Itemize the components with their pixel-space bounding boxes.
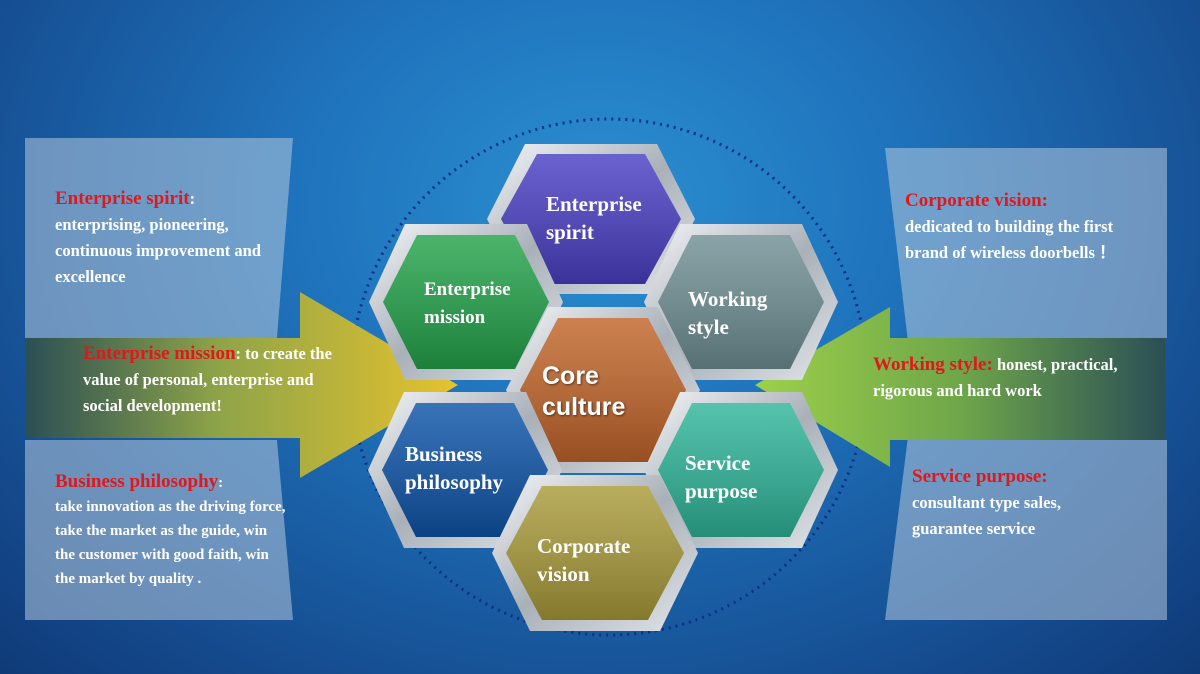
hex-core-line1: Core <box>542 362 599 390</box>
hex-label-corporate-vision: Corporate vision <box>537 532 630 588</box>
business-philosophy-text: take innovation as the driving force, ta… <box>55 499 286 587</box>
left-arrow <box>25 292 458 478</box>
hex-label-core-culture: Core culture <box>542 361 625 423</box>
hex-corporate-vision <box>492 475 698 631</box>
hex-label-business-philosophy: Business philosophy <box>405 440 503 496</box>
enterprise-spirit-heading: Enterprise spirit <box>55 188 190 209</box>
hex-spirit-line2: spirit <box>546 220 594 244</box>
left-panel-bottom <box>25 440 293 620</box>
working-style-heading: Working style: <box>873 354 993 375</box>
hex-label-service-purpose: Service purpose <box>685 449 757 505</box>
hex-mission-line2: mission <box>424 307 486 328</box>
hex-business-line2: philosophy <box>405 470 504 494</box>
hex-spirit-line1: Enterprise <box>546 192 642 216</box>
enterprise-mission-heading: Enterprise mission <box>83 343 236 364</box>
right-panel-top <box>885 148 1167 338</box>
hex-core-culture <box>506 307 700 473</box>
hex-vision-line1: Corporate <box>537 534 631 558</box>
enterprise-mission-block: Enterprise mission: to create the value … <box>83 343 332 415</box>
right-arrow <box>755 307 1165 467</box>
hex-service-line2: purpose <box>685 479 758 503</box>
hex-vision-line2: vision <box>537 562 590 586</box>
hex-enterprise-mission <box>369 224 563 380</box>
enterprise-spirit-block: Enterprise spirit: enterprising, pioneer… <box>55 188 261 286</box>
working-style-block: Working style: honest, practical, rigoro… <box>873 352 1143 404</box>
hex-working-line2: style <box>688 315 729 339</box>
service-purpose-heading: Service purpose: <box>912 466 1048 487</box>
service-purpose-block: Service purpose: consultant type sales, … <box>912 464 1132 542</box>
hex-service-line1: Service <box>685 451 751 475</box>
hex-business-line1: Business <box>405 442 483 466</box>
left-panel-top <box>25 138 293 338</box>
enterprise-mission-text: to create the value of personal, enterpr… <box>83 344 332 415</box>
hex-label-working-style: Working style <box>688 285 767 341</box>
enterprise-spirit-text: enterprising, pioneering, continuous imp… <box>55 215 261 286</box>
business-philosophy-block: Business philosophy: take innovation as … <box>55 471 286 587</box>
right-panel-bottom <box>885 440 1167 620</box>
hex-core-line2: culture <box>542 393 626 421</box>
corporate-vision-text: dedicated to building the first brand of… <box>905 217 1116 262</box>
corporate-vision-block: Corporate vision: dedicated to building … <box>905 188 1137 266</box>
hex-label-enterprise-spirit: Enterprise spirit <box>546 190 642 246</box>
working-style-text: honest, practical, rigorous and hard wor… <box>873 355 1118 400</box>
hex-label-enterprise-mission: Enterprise mission <box>424 276 511 332</box>
hex-service-purpose <box>644 392 838 548</box>
hex-working-style <box>644 224 838 380</box>
service-purpose-text: consultant type sales, guarantee service <box>912 493 1061 538</box>
corporate-vision-heading: Corporate vision: <box>905 190 1049 211</box>
hex-working-line1: Working <box>688 287 768 311</box>
hex-mission-line1: Enterprise <box>424 279 511 300</box>
business-philosophy-heading: Business philosophy <box>55 471 219 492</box>
